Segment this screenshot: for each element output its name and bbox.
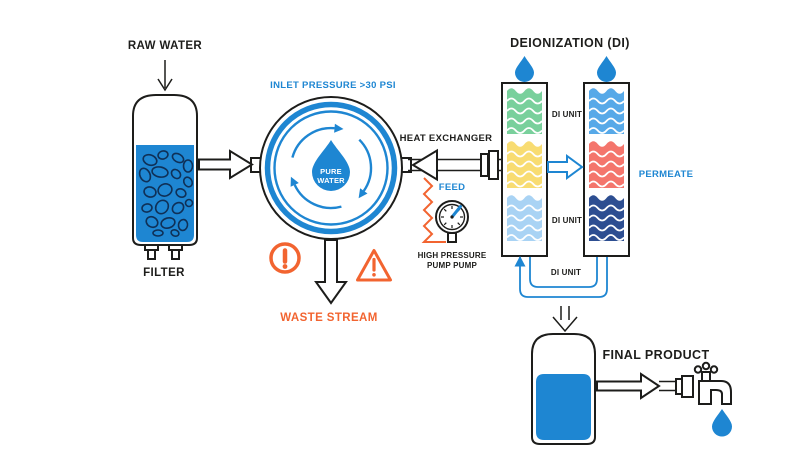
filter-drain-valves xyxy=(144,244,183,260)
filter-label: FILTER xyxy=(143,267,185,279)
pressure-gauge-icon xyxy=(435,200,469,243)
tank-water xyxy=(536,374,591,440)
filter-to-ro-arrow xyxy=(198,149,254,180)
recirculation-pipes xyxy=(514,256,608,298)
pure-water-label-line1: PURE xyxy=(320,167,342,176)
tank-down-arrow xyxy=(552,306,578,333)
outlet-pipe-coupling xyxy=(675,375,694,398)
final-product-label: FINAL PRODUCT xyxy=(602,348,709,362)
faucet-icon xyxy=(693,361,732,405)
waste-stream-label: WASTE STREAM xyxy=(280,312,377,324)
heat-exchanger-label: HEAT EXCHANGER xyxy=(400,133,493,144)
water-drop-final-icon xyxy=(712,409,732,437)
pipe-coupling xyxy=(480,150,499,180)
permeate-label: PERMEATE xyxy=(639,169,693,180)
recirc-arrowhead xyxy=(514,256,526,267)
warning-triangle-icon xyxy=(356,249,392,282)
waste-stream-arrow xyxy=(314,239,348,305)
column-transfer-arrow xyxy=(547,154,584,180)
circulation-arrows-icon xyxy=(290,123,373,210)
di-unit-label-3: DI UNIT xyxy=(551,268,581,277)
pure-water-label-line2: WATER xyxy=(317,176,345,185)
deionization-title: DEIONIZATION (DI) xyxy=(510,36,630,50)
filter-scribbles xyxy=(138,150,194,237)
pump-label-line2: PUMP PUMP xyxy=(427,261,478,270)
ro-inner-ring xyxy=(273,110,389,226)
filter-liquid xyxy=(136,145,194,242)
di-wave-lines xyxy=(506,97,625,241)
di-unit-label-1: DI UNIT xyxy=(552,110,582,119)
outlet-pipe xyxy=(659,380,678,392)
pump-label-line1: HIGH PRESSURE xyxy=(418,251,487,260)
feed-label: FEED xyxy=(439,182,466,193)
raw-water-arrow xyxy=(157,60,173,92)
water-drop-icon-2 xyxy=(597,56,616,83)
inlet-pressure-label: INLET PRESSURE >30 PSI xyxy=(270,80,396,91)
water-drop-icon-1 xyxy=(515,56,534,82)
tank-outlet-arrow xyxy=(596,372,661,400)
ro-blue-ring xyxy=(264,101,398,235)
di-unit-label-2: DI UNIT xyxy=(552,216,582,225)
pure-water-drop-icon xyxy=(312,140,350,191)
feed-zigzag xyxy=(421,177,446,243)
raw-water-label: RAW WATER xyxy=(128,40,203,52)
warning-circle-icon xyxy=(269,242,301,274)
heat-exchanger-arrow xyxy=(411,148,438,182)
